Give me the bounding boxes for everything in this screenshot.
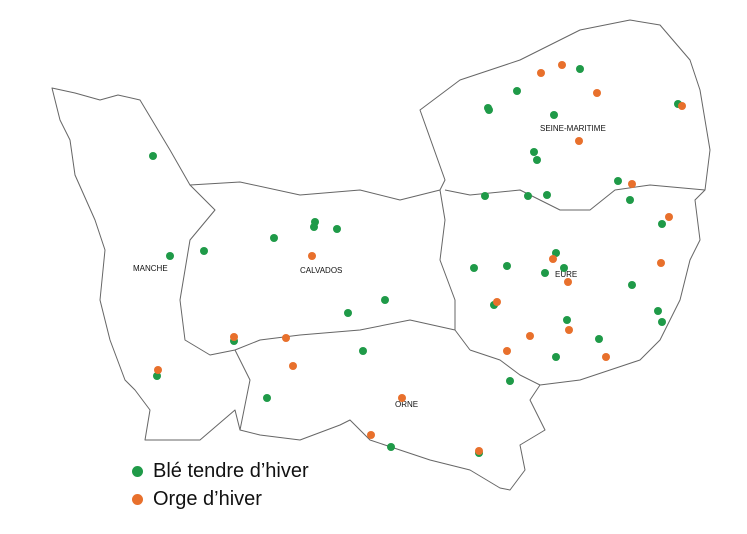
ble-point — [524, 192, 532, 200]
ble-point — [595, 335, 603, 343]
orge-point — [526, 332, 534, 340]
orge-point — [475, 447, 483, 455]
orge-point — [230, 333, 238, 341]
ble-point — [563, 316, 571, 324]
border-calvados-eure — [439, 189, 456, 330]
orge-point — [308, 252, 316, 260]
ble-point — [658, 220, 666, 228]
label-seine-maritime: SEINE-MARITIME — [540, 124, 606, 133]
orge-point — [628, 180, 636, 188]
ble-point — [381, 296, 389, 304]
orge-point — [537, 69, 545, 77]
ble-point — [200, 247, 208, 255]
legend-dot-green — [132, 466, 143, 477]
ble-point — [543, 191, 551, 199]
border-manche-calvados — [179, 184, 236, 356]
orge-point — [549, 255, 557, 263]
ble-point — [153, 372, 161, 380]
orge-point — [602, 353, 610, 361]
label-eure: EURE — [555, 270, 577, 279]
orge-point — [367, 431, 375, 439]
ble-point — [541, 269, 549, 277]
orge-point — [665, 213, 673, 221]
legend-item-ble: Blé tendre d’hiver — [132, 460, 309, 483]
orge-point — [154, 366, 162, 374]
ble-point — [481, 192, 489, 200]
ble-point — [263, 394, 271, 402]
orge-point — [564, 278, 572, 286]
ble-point — [614, 177, 622, 185]
ble-point — [506, 377, 514, 385]
legend-item-orge: Orge d’hiver — [132, 488, 262, 511]
legend-dot-orange — [132, 494, 143, 505]
orge-point — [282, 334, 290, 342]
orge-point — [503, 347, 511, 355]
ble-point — [310, 223, 318, 231]
ble-point — [484, 104, 492, 112]
ble-point — [654, 307, 662, 315]
orge-point — [493, 298, 501, 306]
border-calvados-orne — [234, 319, 471, 351]
orge-point — [289, 362, 297, 370]
legend-label: Orge d’hiver — [153, 488, 262, 510]
region-outline — [51, 19, 711, 491]
orge-point — [558, 61, 566, 69]
ble-point — [166, 252, 174, 260]
ble-point — [503, 262, 511, 270]
label-orne: ORNE — [395, 400, 418, 409]
label-manche: MANCHE — [133, 264, 168, 273]
orge-point — [575, 137, 583, 145]
legend-label: Blé tendre d’hiver — [153, 460, 309, 482]
label-calvados: CALVADOS — [300, 266, 342, 275]
ble-point — [552, 249, 560, 257]
ble-point — [626, 196, 634, 204]
ble-point — [333, 225, 341, 233]
ble-point — [533, 156, 541, 164]
ble-point — [552, 353, 560, 361]
ble-point — [359, 347, 367, 355]
ble-point — [550, 111, 558, 119]
ble-point — [387, 443, 395, 451]
border-seinemaritime-eure — [444, 184, 706, 211]
border-eure-orne — [469, 349, 541, 386]
orge-point — [398, 394, 406, 402]
ble-point — [344, 309, 352, 317]
ble-point — [658, 318, 666, 326]
ble-point — [576, 65, 584, 73]
ble-point — [513, 87, 521, 95]
ble-point — [628, 281, 636, 289]
border-manche-orne — [234, 349, 251, 431]
ble-point — [530, 148, 538, 156]
ble-point — [149, 152, 157, 160]
orge-point — [657, 259, 665, 267]
ble-point — [270, 234, 278, 242]
orge-point — [593, 89, 601, 97]
ble-point — [560, 264, 568, 272]
ble-point — [470, 264, 478, 272]
orge-point — [678, 102, 686, 110]
orge-point — [565, 326, 573, 334]
